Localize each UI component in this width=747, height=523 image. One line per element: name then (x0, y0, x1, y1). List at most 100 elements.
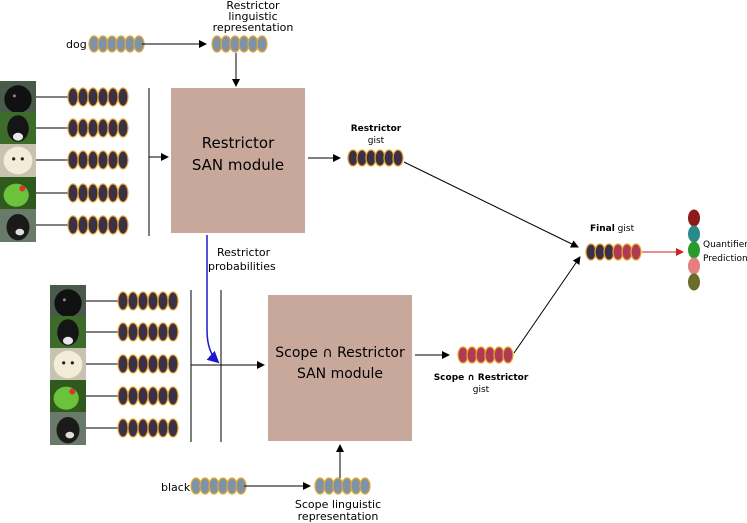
scope-linguistic-embedding (314, 477, 371, 495)
restr-gist-unit (392, 149, 404, 167)
restrictor-image-1 (0, 81, 36, 114)
scope-img-embedding-unit (117, 354, 129, 374)
scope-gist-embedding (457, 346, 514, 364)
scope-ling-emb-unit (359, 477, 371, 495)
scope-img-embedding-unit (157, 386, 169, 406)
restrictor-prob-label-1: Restrictor (217, 246, 271, 259)
restrictor-img-embedding-unit (117, 183, 129, 203)
output-unit (688, 225, 700, 243)
scope-img-embedding-unit (117, 386, 129, 406)
quantifier-label-1: Quantifier (703, 240, 747, 250)
restrictor-gist-sub: gist (368, 136, 385, 146)
restrictor-prob-label-2: probabilities (208, 260, 276, 273)
restrictor-gist-to-final-arrow (403, 161, 579, 248)
final-gist-unit (630, 243, 642, 261)
restrictor-img-embedding-unit (117, 87, 129, 107)
scope-img-embedding-unit (157, 354, 169, 374)
scope-image-1 (50, 285, 86, 318)
scope-img-embedding-unit (147, 418, 159, 438)
scope-gist-to-final-arrow (513, 256, 581, 354)
restrictor-gist-embedding (347, 149, 404, 167)
restrictor-ling-label-3: representation (213, 21, 294, 34)
scope-img-embedding-unit (117, 322, 129, 342)
restrictor-image-4 (0, 177, 36, 210)
restrictor-linguistic-embedding (211, 35, 268, 53)
restrictor-img-embedding-unit (87, 118, 99, 138)
restrictor-img-embedding-unit (67, 150, 79, 170)
restrictor-img-embedding-unit (107, 150, 119, 170)
scope-image-4 (50, 380, 86, 413)
restrictor-img-embedding-unit (107, 215, 119, 235)
restrictor-img-embedding-unit (97, 87, 109, 107)
restrictor-img-embedding-unit (117, 118, 129, 138)
scope-img-embedding-unit (157, 322, 169, 342)
restrictor-image-embeddings (36, 87, 129, 235)
restrictor-image-column (0, 81, 36, 242)
restrictor-image-5 (0, 209, 36, 242)
scope-img-embedding-unit (137, 291, 149, 311)
restrictor-img-embedding-unit (107, 183, 119, 203)
output-unit (688, 241, 700, 259)
scope-img-embedding-unit (167, 322, 179, 342)
scope-img-embedding-unit (147, 354, 159, 374)
scope-module-line1: Scope ∩ Restrictor (275, 345, 405, 361)
restrictor-ling-label-2: linguistic (228, 10, 277, 23)
scope-img-embedding-unit (137, 386, 149, 406)
restrictor-img-embedding-unit (117, 215, 129, 235)
final-gist-embedding (585, 243, 642, 261)
scope-gist-sub: gist (473, 385, 490, 395)
restrictor-img-embedding-unit (87, 150, 99, 170)
restrictor-img-embedding-unit (87, 87, 99, 107)
restrictor-img-embedding-unit (67, 215, 79, 235)
scope-img-embedding-unit (147, 322, 159, 342)
scope-img-embedding-unit (117, 291, 129, 311)
scope-img-embedding-unit (167, 386, 179, 406)
restrictor-img-embedding-unit (67, 118, 79, 138)
restrictor-ling-label-1: Restrictor (226, 0, 280, 12)
restrictor-img-embedding-unit (67, 183, 79, 203)
scope-img-embedding-unit (137, 322, 149, 342)
scope-ling-label-2: representation (298, 510, 379, 523)
restrictor-img-embedding-unit (107, 118, 119, 138)
scope-img-embedding-unit (127, 354, 139, 374)
restrictor-img-embedding-unit (77, 215, 89, 235)
restrictor-img-embedding-unit (77, 118, 89, 138)
restrictor-san-module (171, 88, 305, 233)
scope-img-embedding-unit (137, 418, 149, 438)
scope-gist-unit (502, 346, 514, 364)
final-gist-bold: Final (590, 224, 615, 234)
final-gist-rest: gist (615, 224, 635, 234)
scope-module-line2: SAN module (297, 366, 383, 382)
scope-ling-label-1: Scope linguistic (295, 498, 381, 511)
scope-img-embedding-unit (117, 418, 129, 438)
scope-img-embedding-unit (147, 291, 159, 311)
scope-gist-title: Scope ∩ Restrictor (434, 373, 529, 383)
scope-img-embedding-unit (127, 386, 139, 406)
dog-word-embedding (88, 35, 145, 53)
restrictor-img-embedding-unit (67, 87, 79, 107)
restrictor-module-line2: SAN module (192, 156, 284, 174)
scope-img-embedding-unit (147, 386, 159, 406)
quantifier-label-2: Prediction (703, 254, 747, 264)
word-dog: dog (66, 38, 87, 51)
word-black: black (161, 481, 191, 494)
restrictor-img-embedding-unit (117, 150, 129, 170)
restrictor-img-embedding-unit (77, 183, 89, 203)
scope-img-embedding-unit (167, 291, 179, 311)
scope-img-embedding-unit (157, 418, 169, 438)
output-unit (688, 273, 700, 291)
scope-img-embedding-unit (127, 418, 139, 438)
restrictor-img-embedding-unit (87, 215, 99, 235)
restrictor-img-embedding-unit (77, 150, 89, 170)
restrictor-probabilities-arrow (206, 235, 220, 364)
scope-img-embedding-unit (127, 291, 139, 311)
restrictor-img-embedding-unit (77, 87, 89, 107)
final-gist-label: Final gist (590, 224, 635, 234)
restr-ling-emb-unit (256, 35, 268, 53)
output-unit (688, 257, 700, 275)
scope-image-column (50, 285, 86, 445)
restrictor-img-embedding-unit (97, 215, 109, 235)
scope-img-embedding-unit (137, 354, 149, 374)
